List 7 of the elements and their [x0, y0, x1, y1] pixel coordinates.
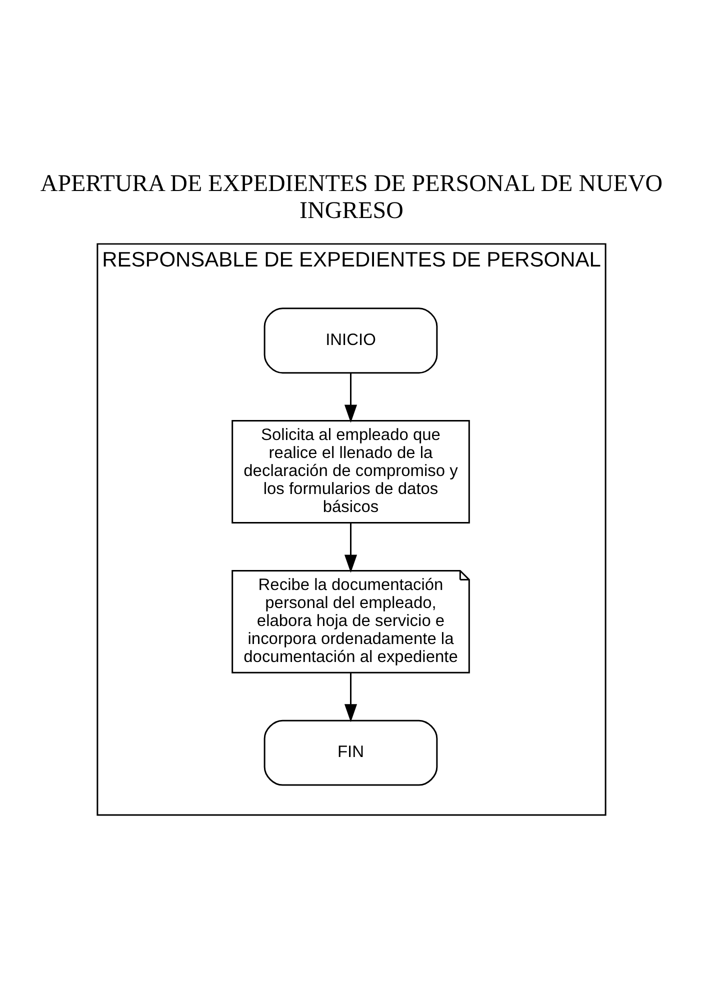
node-box: INICIO — [264, 308, 438, 374]
node-box: FIN — [264, 720, 438, 786]
arrow — [344, 523, 358, 573]
arrow — [344, 673, 358, 722]
node-box: Solicita al empleado que realice el llenado de la declaración de compromiso y los formularios de datos básicos — [232, 420, 470, 524]
arrow — [344, 373, 358, 423]
diagram-title: APERTURA DE EXPEDIENTES DE PERSONAL DE NUEVO INGRESO — [40, 171, 663, 224]
